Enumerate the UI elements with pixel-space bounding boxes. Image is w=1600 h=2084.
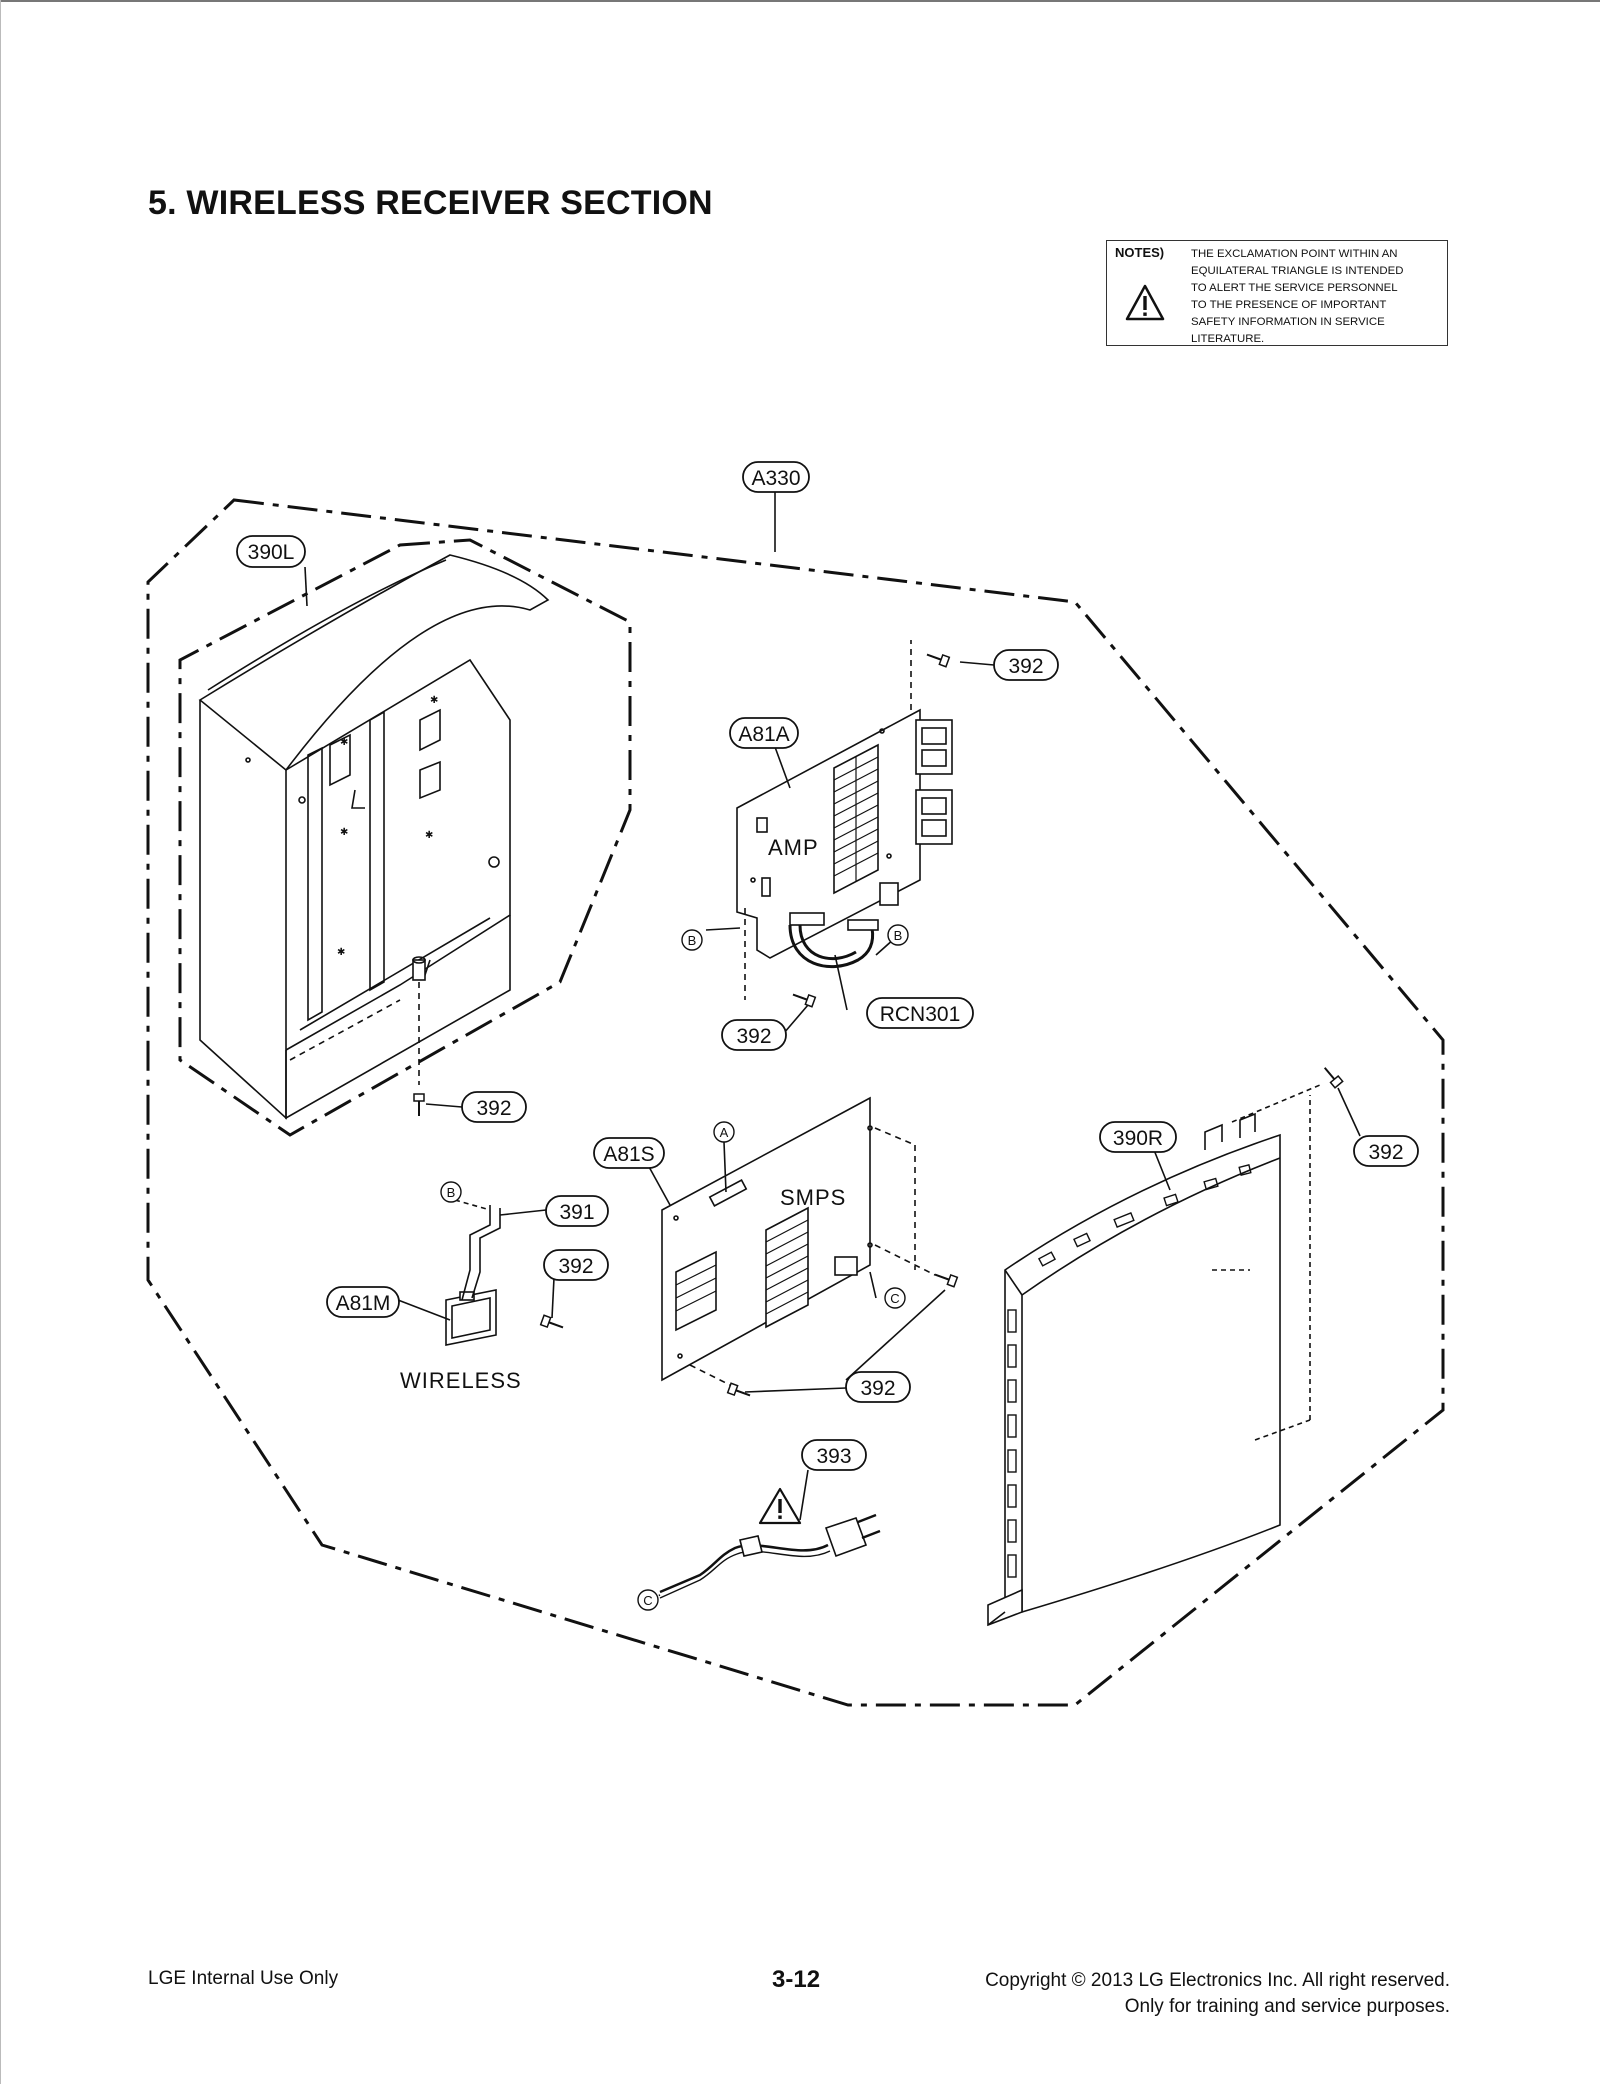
svg-text:✱: ✱ (340, 737, 348, 748)
svg-text:✱: ✱ (425, 830, 433, 841)
svg-text:392: 392 (736, 1025, 771, 1048)
callout-392-cabinet: 392 (461, 1091, 527, 1123)
page-edge-left (0, 0, 1, 2084)
svg-text:A81A: A81A (738, 723, 789, 746)
svg-text:392: 392 (1008, 655, 1043, 678)
callout-392-top: 392 (993, 649, 1059, 681)
marker-b-amp-left: B (681, 929, 703, 951)
screw-icon (932, 1268, 959, 1288)
notes-line: TO THE PRESENCE OF IMPORTANT (1191, 299, 1387, 311)
svg-text:391: 391 (559, 1201, 594, 1224)
svg-text:390L: 390L (248, 541, 295, 564)
notes-line: EQUILATERAL TRIANGLE IS INTENDED (1191, 265, 1404, 277)
callout-rcn301: RCN301 (866, 997, 974, 1029)
screw-icon (924, 648, 951, 668)
notes-label: NOTES) (1115, 245, 1165, 260)
screw-icon (413, 1093, 425, 1117)
callout-392-smps: 392 (845, 1371, 911, 1403)
callout-a81a: A81A (729, 717, 799, 749)
screw-icon (790, 988, 817, 1008)
callout-392-wireless: 392 (543, 1249, 609, 1281)
page-number: 3-12 (772, 1966, 821, 1993)
callout-393: 393 (801, 1439, 867, 1471)
marker-c-cord: C (637, 1589, 659, 1611)
svg-text:✱: ✱ (337, 947, 345, 958)
callout-a81s: A81S (593, 1137, 665, 1169)
svg-text:✱: ✱ (430, 695, 438, 706)
callout-a81m: A81M (326, 1286, 400, 1318)
svg-text:A: A (720, 1125, 729, 1140)
cabinet-390l: ✱ ✱ ✱ ✱ ✱ (198, 554, 550, 1120)
marker-b-amp-right: B (887, 924, 909, 946)
svg-text:RCN301: RCN301 (880, 1003, 961, 1026)
board-label-smps: SMPS (780, 1185, 846, 1210)
svg-text:C: C (890, 1291, 899, 1306)
notes-line: LITERATURE. (1191, 333, 1265, 345)
marker-b-wireless: B (440, 1181, 462, 1203)
svg-text:A330: A330 (751, 467, 800, 490)
power-cord-393 (641, 1513, 881, 1603)
svg-text:393: 393 (816, 1445, 851, 1468)
warning-triangle-icon (758, 1487, 802, 1525)
svg-text:392: 392 (860, 1377, 895, 1400)
warning-triangle-icon (1125, 284, 1165, 321)
section-title: 5. WIRELESS RECEIVER SECTION (148, 184, 713, 222)
smps-board-a81s (661, 1096, 936, 1386)
copyright-line: Copyright © 2013 LG Electronics Inc. All… (985, 1970, 1450, 1991)
svg-text:A81M: A81M (336, 1292, 391, 1315)
callout-390l: 390L (236, 535, 306, 568)
svg-text:392: 392 (558, 1255, 593, 1278)
marker-a-smps: A (713, 1121, 735, 1143)
notes-line: THE EXCLAMATION POINT WITHIN AN (1191, 248, 1398, 260)
notes-line: SAFETY INFORMATION IN SERVICE (1191, 316, 1385, 328)
screw-icon (1319, 1063, 1344, 1089)
page-edge (0, 0, 1600, 2)
svg-text:392: 392 (1368, 1141, 1403, 1164)
amp-board-a81a (736, 640, 953, 1000)
svg-text:390R: 390R (1113, 1127, 1163, 1150)
callout-392-right: 392 (1353, 1135, 1419, 1167)
callout-390r: 390R (1099, 1121, 1177, 1153)
svg-text:✱: ✱ (340, 827, 348, 838)
board-label-amp: AMP (768, 835, 819, 860)
notes-box: NOTES) THE EXCLAMATION POINT WITHIN AN E… (1106, 240, 1448, 346)
svg-text:B: B (447, 1185, 456, 1200)
svg-text:A81S: A81S (603, 1143, 654, 1166)
notes-line: TO ALERT THE SERVICE PERSONNEL (1191, 282, 1398, 294)
footer-copyright: Copyright © 2013 LG Electronics Inc. All… (985, 1968, 1450, 2020)
marker-c-smps: C (884, 1287, 906, 1309)
svg-text:392: 392 (476, 1097, 511, 1120)
cabinet-boundary-390l (178, 538, 632, 1137)
cover-390r (987, 1084, 1321, 1627)
callout-a330: A330 (742, 461, 810, 493)
svg-text:B: B (894, 928, 903, 943)
wireless-module-a81m (445, 1199, 501, 1346)
footer-internal-use: LGE Internal Use Only (148, 1968, 339, 1989)
callout-392-mid: 392 (721, 1019, 787, 1051)
svg-text:C: C (643, 1593, 652, 1608)
notes-text: THE EXCLAMATION POINT WITHIN AN EQUILATE… (1191, 246, 1443, 348)
board-label-wireless: WIRELESS (400, 1368, 522, 1393)
copyright-line: Only for training and service purposes. (1124, 1996, 1450, 2017)
callout-391: 391 (545, 1195, 609, 1227)
svg-text:B: B (688, 933, 697, 948)
